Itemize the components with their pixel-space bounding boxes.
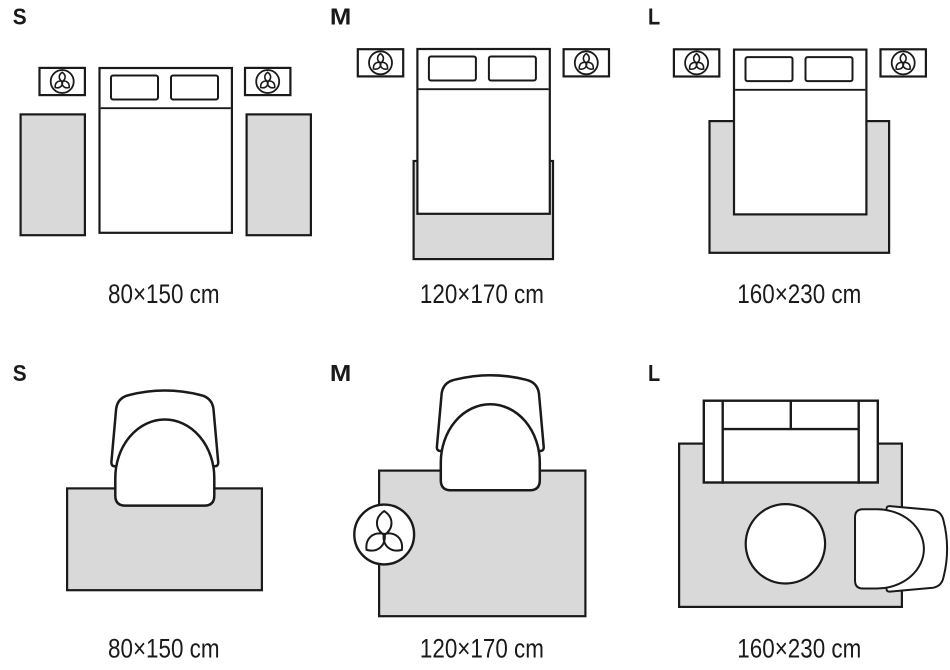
svg-text:S: S xyxy=(13,360,27,386)
svg-text:120×170 cm: 120×170 cm xyxy=(420,279,544,309)
svg-text:S: S xyxy=(13,4,27,30)
svg-text:M: M xyxy=(330,360,351,386)
svg-text:120×170 cm: 120×170 cm xyxy=(420,634,544,664)
svg-text:L: L xyxy=(648,360,660,386)
svg-text:160×230 cm: 160×230 cm xyxy=(737,634,861,664)
svg-text:80×150 cm: 80×150 cm xyxy=(108,634,220,664)
svg-text:80×150 cm: 80×150 cm xyxy=(108,279,220,309)
svg-text:160×230 cm: 160×230 cm xyxy=(737,279,861,309)
svg-text:L: L xyxy=(648,4,660,30)
svg-text:M: M xyxy=(330,4,351,30)
